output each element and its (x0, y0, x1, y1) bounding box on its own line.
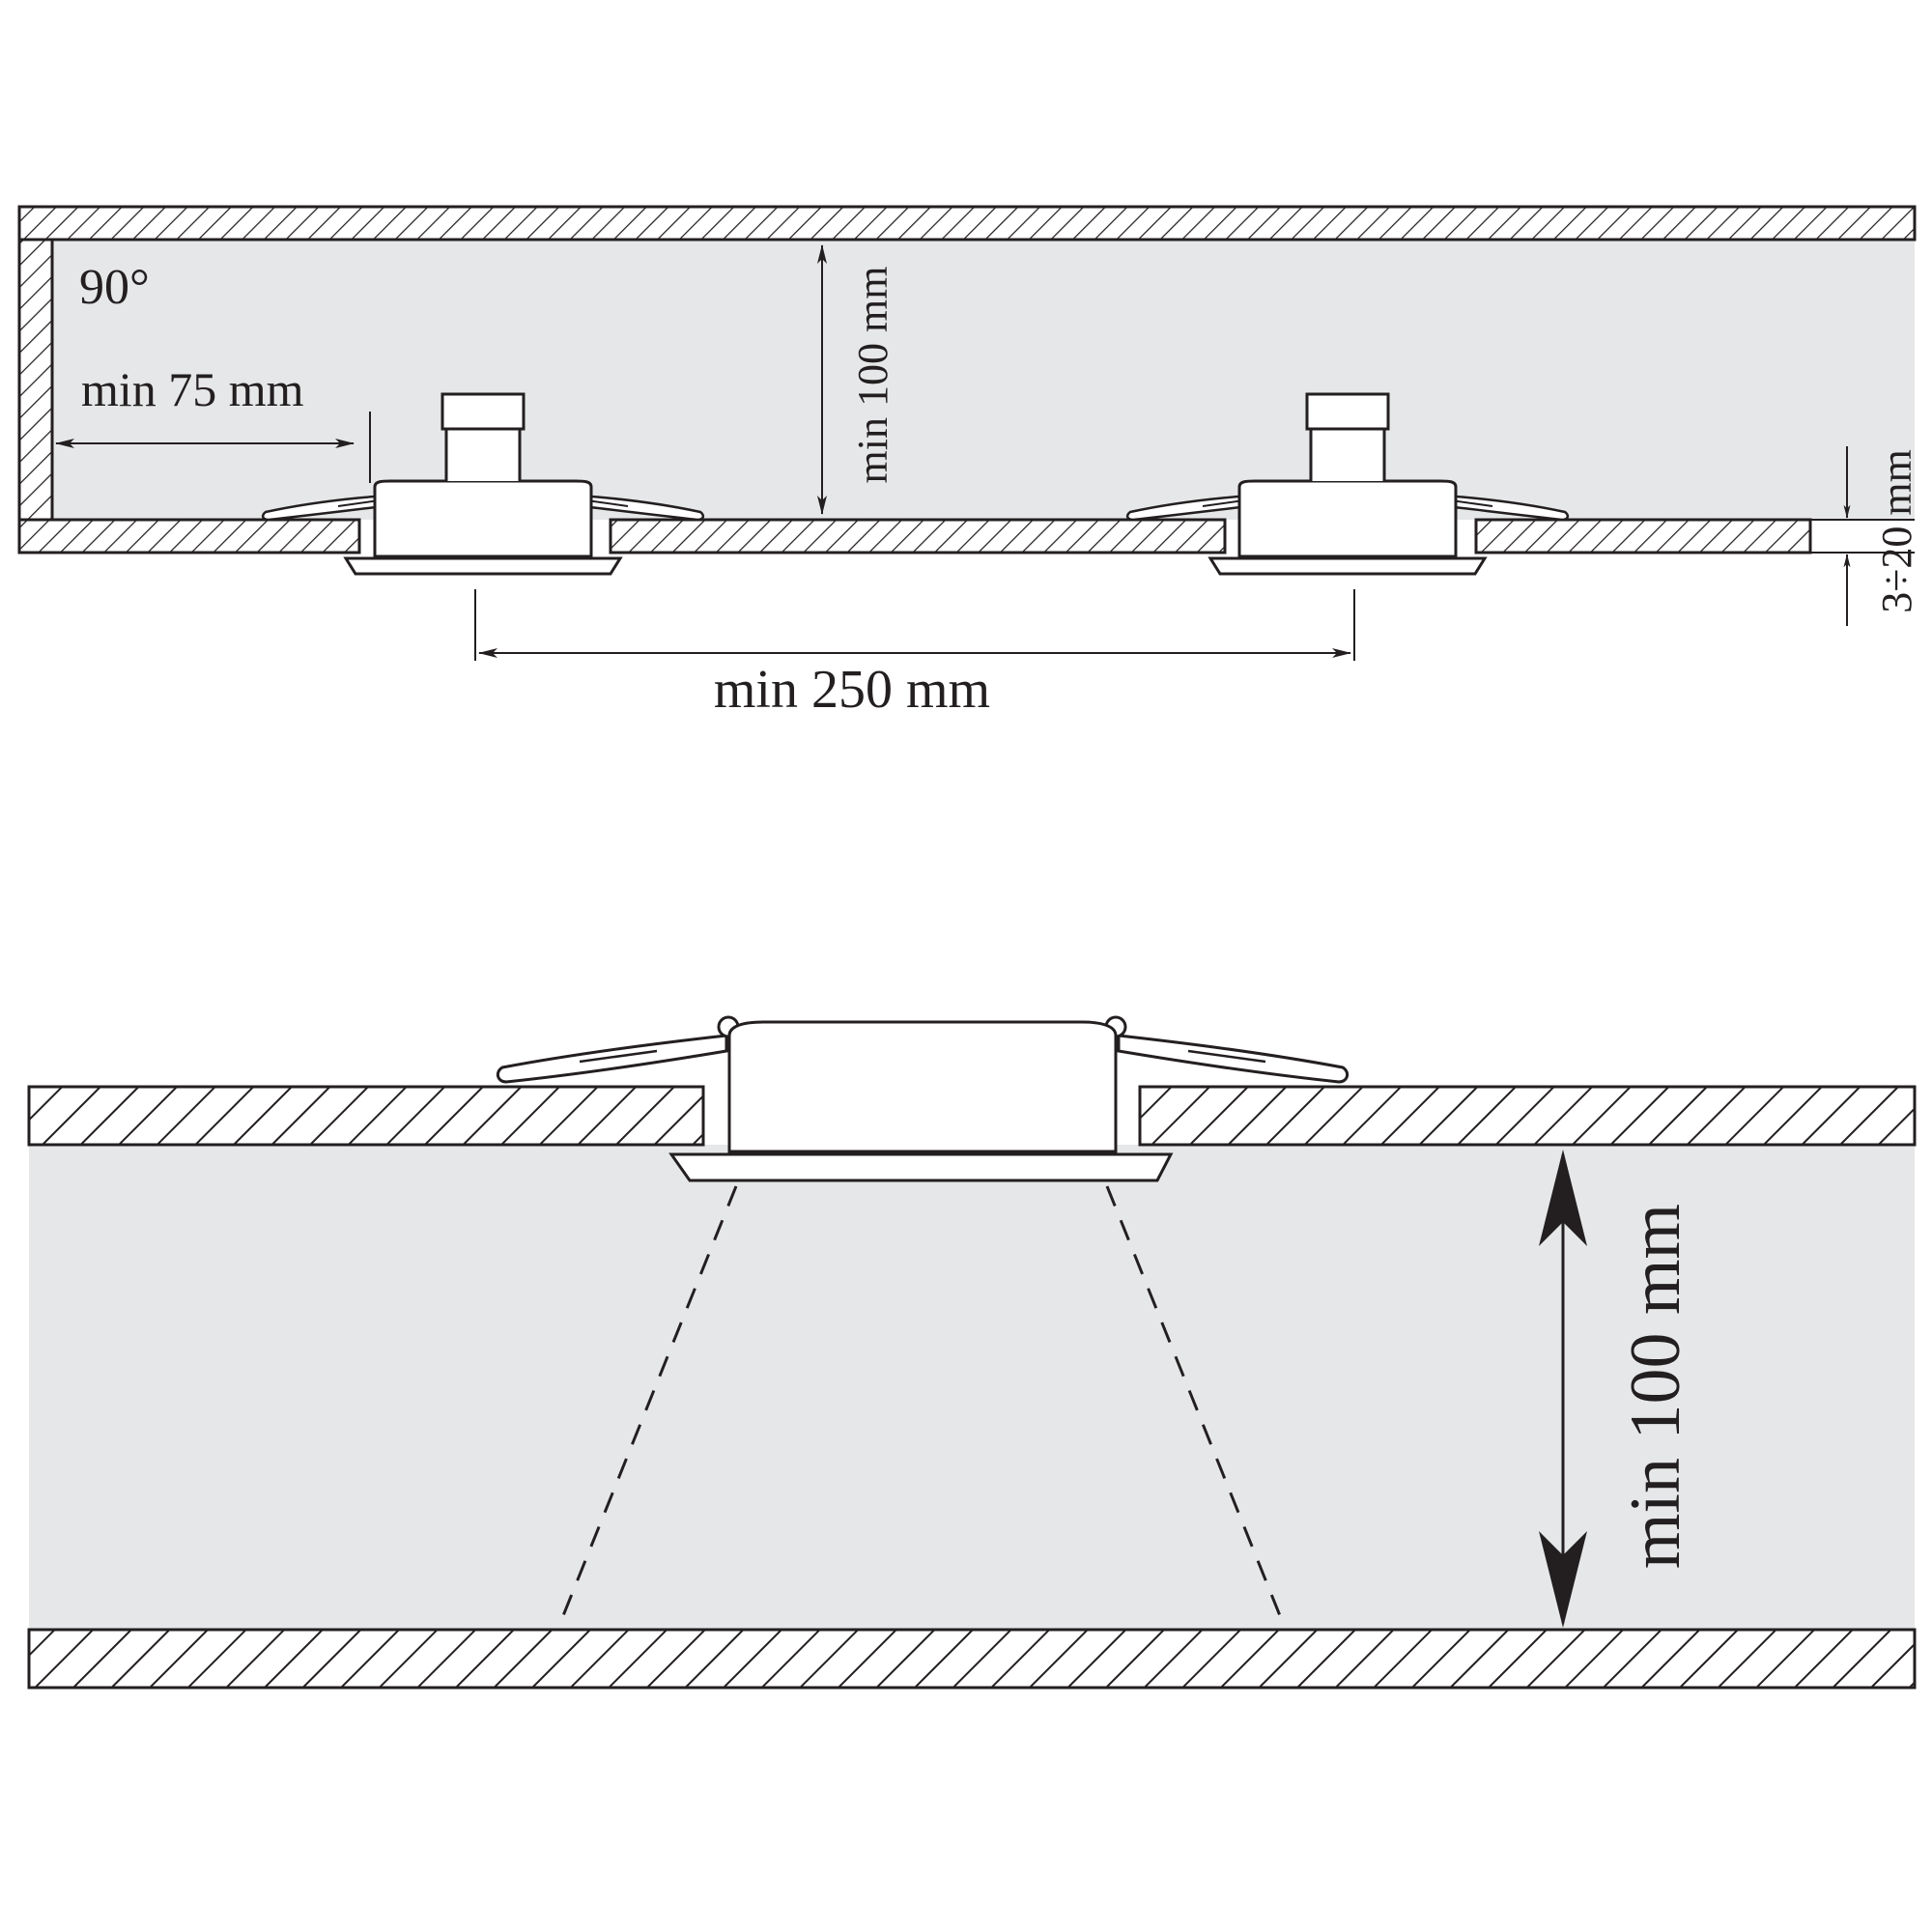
downlight-fixture-icon (496, 1015, 1350, 1182)
ceiling-thickness-label: 3÷20 mm (1873, 449, 1920, 613)
upper-board (27, 1085, 705, 1147)
false-ceiling-board (17, 518, 361, 554)
lower-board (27, 1628, 1917, 1690)
top-view: 90° min 75 mm min 100 mm 3÷20 mm min 250… (17, 205, 1920, 720)
side-wall (17, 238, 54, 522)
depth-label: min 100 mm (849, 267, 896, 484)
upper-board (1138, 1085, 1917, 1147)
spacing-label: min 250 mm (714, 660, 990, 720)
angle-label: 90° (79, 260, 150, 315)
wall-clearance-label: min 75 mm (81, 362, 304, 416)
false-ceiling-board (609, 518, 1227, 554)
bottom-view: min 100 mm (27, 1015, 1917, 1690)
light-cone-edge (556, 1185, 738, 1629)
false-ceiling-board (1474, 518, 1812, 554)
top-slab (17, 205, 1917, 242)
light-cone-edge (1105, 1185, 1287, 1629)
clearance-label: min 100 mm (1616, 1204, 1695, 1569)
bottom-cavity (29, 1145, 1915, 1630)
top-cavity (52, 240, 1915, 520)
